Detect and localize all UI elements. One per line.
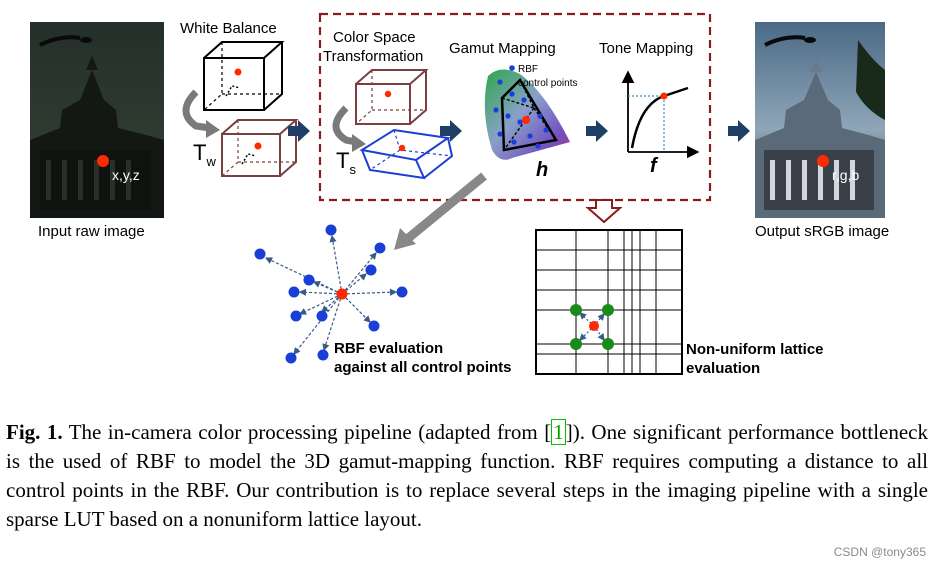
lattice-label-line1: Non-uniform lattice [686, 341, 824, 358]
lattice-label-line2: evaluation [686, 360, 760, 377]
citation-link[interactable]: 1 [551, 419, 566, 445]
ts-label: Ts [336, 148, 356, 177]
lattice-interpolation [570, 304, 614, 350]
rbf-legend-dot [509, 65, 515, 71]
gray-arrow-to-rbf [403, 172, 487, 244]
pipeline-arrow-1 [288, 120, 310, 142]
f-label: f [650, 155, 659, 177]
gamut-diagram [484, 69, 570, 160]
caption-text-2: ]). One significant performance bottlene… [6, 420, 928, 531]
rbf-legend-line1: RBF [518, 64, 538, 75]
input-coord-label: x,y,z [112, 167, 140, 183]
white-balance-cube [203, 41, 285, 111]
rbf-pipeline-dashed-box [318, 12, 712, 202]
input-caption: Input raw image [38, 223, 145, 240]
watermark: CSDN @tony365 [833, 545, 926, 559]
figure-caption: Fig. 1. The in-camera color processing p… [6, 418, 928, 534]
rbf-legend-line2: control points [518, 78, 577, 89]
cst-cube [355, 69, 429, 125]
ts-parallelepiped [359, 128, 454, 180]
tone-curve-plot [621, 70, 700, 159]
h-label: h [536, 159, 548, 181]
rbf-eval-line1: RBF evaluation [334, 340, 443, 357]
figure-label: Fig. 1. [6, 420, 63, 444]
gamut-mapping-title: Gamut Mapping [449, 40, 556, 57]
rbf-eval-line2: against all control points [334, 359, 512, 376]
output-caption: Output sRGB image [755, 223, 889, 240]
nonuniform-lattice [535, 229, 683, 375]
input-raw-image: x,y,z [30, 22, 164, 218]
pipeline-arrow-3 [586, 120, 608, 142]
tone-mapping-title: Tone Mapping [599, 40, 693, 57]
output-srgb-image: r,g,b [755, 22, 885, 218]
pipeline-arrow-4 [728, 120, 750, 142]
caption-text-1: The in-camera color processing pipeline … [62, 420, 552, 444]
output-coord-label: r,g,b [832, 167, 859, 183]
cst-title-line2: Transformation [323, 48, 423, 65]
cst-title-line1: Color Space [333, 29, 416, 46]
rbf-evaluation-diagram [254, 224, 408, 364]
tw-label: Tw [193, 140, 216, 169]
output-pixel-point [817, 155, 829, 167]
pipeline-arrow-2 [440, 120, 462, 142]
pipeline-figure: x,y,z Input raw image White Balance Tw C… [30, 12, 889, 377]
white-balance-title: White Balance [180, 20, 277, 37]
input-pixel-point [97, 155, 109, 167]
hollow-down-arrow [585, 199, 623, 224]
